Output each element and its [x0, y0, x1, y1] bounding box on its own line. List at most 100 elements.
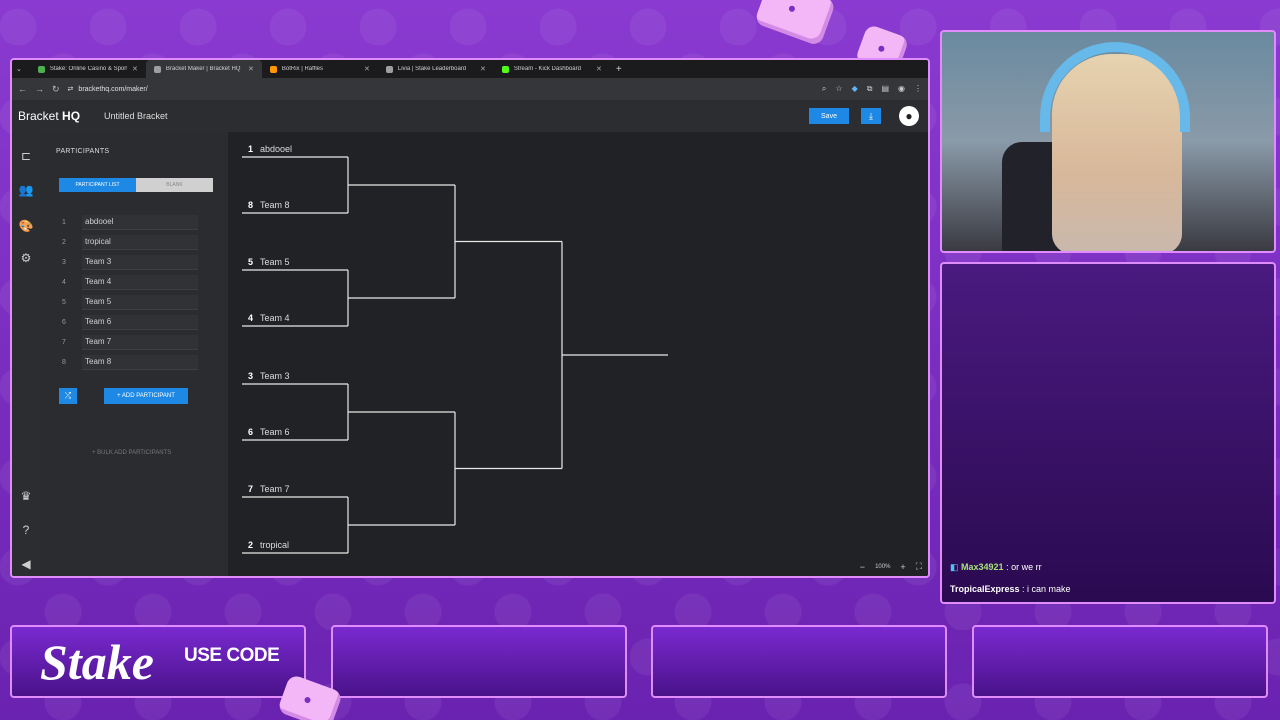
- tab-close-icon[interactable]: ✕: [132, 66, 138, 73]
- browser-tab[interactable]: Stream - Kick Dashboard ✕: [494, 60, 610, 78]
- collapse-icon[interactable]: ◀: [21, 557, 31, 571]
- download-icon[interactable]: ⤓: [861, 108, 881, 124]
- list-item: 5 Team 5: [62, 292, 198, 312]
- new-tab-button[interactable]: +: [615, 63, 622, 75]
- zoom-in-button[interactable]: +: [900, 561, 906, 572]
- bracket-slot[interactable]: 4 Team 4: [248, 313, 290, 323]
- back-icon[interactable]: ←: [18, 84, 27, 94]
- webcam-feed: [940, 30, 1276, 253]
- list-item: 3 Team 3: [62, 252, 198, 272]
- tab-favicon-icon: [153, 65, 161, 73]
- list-item: 6 Team 6: [62, 312, 198, 332]
- participant-name-input[interactable]: Team 3: [82, 254, 198, 270]
- bracket-slot[interactable]: 6 Team 6: [248, 427, 290, 437]
- add-participant-button[interactable]: + ADD PARTICIPANT: [104, 388, 188, 404]
- dice-decoration-top: [753, 0, 837, 47]
- help-icon[interactable]: ?: [22, 523, 30, 537]
- tab-title: Stake: Online Casino & Sports: [49, 66, 127, 72]
- participant-number: 8: [62, 358, 66, 366]
- url-text: brackethq.com/maker/: [78, 85, 148, 93]
- shuffle-icon[interactable]: ⤮: [59, 388, 77, 404]
- fullscreen-icon[interactable]: ⛶: [915, 561, 922, 571]
- bulk-add-link[interactable]: + BULK ADD PARTICIPANTS: [92, 450, 172, 456]
- chat-text: : or we rr: [1003, 562, 1042, 572]
- seed-number: 7: [248, 484, 254, 494]
- palette-icon[interactable]: 🎨: [18, 219, 34, 233]
- seed-name: Team 5: [260, 257, 290, 267]
- bracket-slot[interactable]: 2 tropical: [248, 540, 289, 550]
- seed-number: 3: [248, 371, 254, 381]
- profile-icon[interactable]: ◉: [898, 84, 905, 93]
- chat-text: : i can make: [1019, 584, 1071, 594]
- crown-icon[interactable]: ♛: [20, 489, 32, 503]
- browser-tab[interactable]: Bracket Maker | Bracket HQ ✕: [145, 60, 262, 78]
- participant-name-input[interactable]: Team 4: [82, 274, 198, 290]
- reload-icon[interactable]: ↻: [52, 83, 60, 94]
- site-info-icon[interactable]: ⇄: [67, 86, 74, 93]
- extensions-puzzle-icon[interactable]: ⧉: [866, 84, 873, 93]
- participant-name-input[interactable]: Team 5: [82, 294, 198, 310]
- tab-search-icon[interactable]: ⌄: [16, 66, 22, 73]
- participant-list-tab[interactable]: PARTICIPANT LIST: [59, 178, 136, 192]
- extension-shield-icon[interactable]: ◆: [851, 84, 858, 93]
- participant-number: 7: [62, 338, 66, 346]
- bracket-lines: [242, 156, 668, 554]
- tab-close-icon[interactable]: ✕: [480, 66, 486, 73]
- participant-number: 6: [62, 318, 66, 326]
- seed-number: 5: [248, 257, 254, 267]
- sidebar-panel-icon[interactable]: ▤: [881, 84, 890, 93]
- settings-gear-icon[interactable]: ⚙: [20, 251, 32, 265]
- overlay-panel-4: [972, 625, 1268, 698]
- panel-title: PARTICIPANTS: [56, 148, 110, 155]
- tab-close-icon[interactable]: ✕: [248, 66, 254, 73]
- participants-icon[interactable]: 👥: [18, 183, 34, 197]
- bracket-slot[interactable]: 7 Team 7: [248, 484, 290, 494]
- browser-tab[interactable]: Stake: Online Casino & Sports ✕: [30, 60, 146, 78]
- participant-name-input[interactable]: Team 6: [82, 314, 198, 330]
- seed-name: Team 6: [260, 427, 290, 437]
- badge-icon: ◧: [950, 562, 959, 572]
- app-header: Bracket HQ Untitled Bracket Save ⤓ ●: [12, 100, 928, 132]
- participant-name-input[interactable]: Team 7: [82, 334, 198, 350]
- save-button[interactable]: Save: [809, 108, 849, 124]
- seed-name: abdooel: [260, 144, 293, 154]
- bracket-slot[interactable]: 1 abdooel: [248, 144, 292, 154]
- bookmark-star-icon[interactable]: ☆: [835, 84, 843, 93]
- participant-name-input[interactable]: abdooel: [82, 214, 198, 230]
- tab-title: Livia | Stake Leaderboard: [397, 66, 467, 72]
- tab-strip: ⌄ Stake: Online Casino & Sports ✕ Bracke…: [12, 60, 928, 78]
- list-item: 2 tropical: [62, 232, 198, 252]
- url-field[interactable]: ⇄ brackethq.com/maker/: [67, 85, 814, 94]
- tab-close-icon[interactable]: ✕: [364, 66, 370, 73]
- user-avatar[interactable]: ●: [899, 106, 919, 126]
- browser-menu-icon[interactable]: ⋮: [914, 84, 922, 93]
- chat-panel: ◧ Max34921 : or we rr TropicalExpress : …: [940, 262, 1276, 604]
- browser-window: ⌄ Stake: Online Casino & Sports ✕ Bracke…: [10, 58, 930, 578]
- tab-title: BotRix | Raffles: [281, 66, 324, 72]
- brackethq-logo[interactable]: Bracket HQ: [18, 109, 81, 123]
- list-item: 7 Team 7: [62, 332, 198, 352]
- bracket-structure-icon[interactable]: ⊏: [20, 149, 32, 163]
- bracket-slot[interactable]: 3 Team 3: [248, 371, 290, 381]
- address-bar: ← → ↻ ⇄ brackethq.com/maker/ ⌕ ☆ ◆ ⧉ ▤ ◉…: [12, 78, 928, 100]
- chat-username: Max34921: [961, 562, 1004, 572]
- participant-name-input[interactable]: tropical: [82, 234, 198, 250]
- browser-tab[interactable]: Livia | Stake Leaderboard ✕: [378, 60, 494, 78]
- forward-icon[interactable]: →: [35, 84, 44, 94]
- seed-name: Team 7: [260, 484, 290, 494]
- zoom-icon[interactable]: ⌕: [821, 84, 827, 93]
- participant-number: 5: [62, 298, 66, 306]
- seed-number: 4: [248, 313, 254, 323]
- browser-tab[interactable]: BotRix | Raffles ✕: [262, 60, 378, 78]
- bracket-slot[interactable]: 5 Team 5: [248, 257, 290, 267]
- participant-name-input[interactable]: Team 8: [82, 354, 198, 370]
- bracket-slot[interactable]: 8 Team 8: [248, 200, 290, 210]
- zoom-out-button[interactable]: −: [859, 561, 866, 572]
- participant-number: 3: [62, 258, 66, 266]
- tab-close-icon[interactable]: ✕: [596, 66, 602, 73]
- blank-tab[interactable]: BLANK: [136, 178, 213, 192]
- bracket-title[interactable]: Untitled Bracket: [104, 111, 168, 121]
- participant-mode-toggle: PARTICIPANT LIST BLANK: [59, 178, 213, 192]
